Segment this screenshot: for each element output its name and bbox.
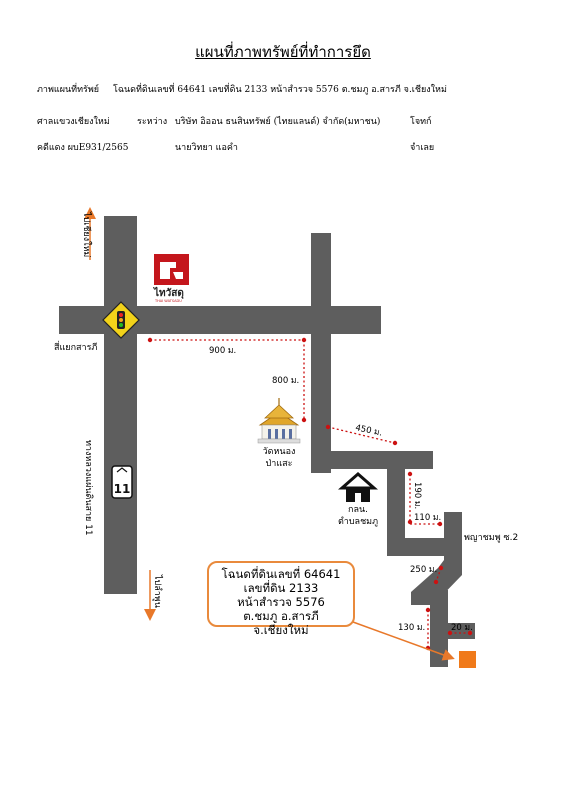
deed-line-3: หน้าสำรวจ 5576: [237, 595, 325, 609]
office-name-line2: ตำบลชมภู: [338, 516, 378, 527]
deed-callout: โฉนดที่ดินเลขที่ 64641 เลขที่ดิน 2133 หน…: [207, 561, 355, 637]
highway-road: [104, 216, 137, 594]
temple-icon: [257, 398, 301, 444]
junction-label: สี่แยกสารภี: [54, 340, 97, 353]
callout-arrow-icon: [352, 621, 455, 661]
distance-800: 800 ม.: [272, 376, 299, 386]
brand-name: ไทวัสดุ: [153, 286, 184, 299]
distance-900: 900 ม.: [209, 346, 236, 356]
distance-110: 110 ม.: [414, 513, 441, 523]
distance-250: 250 ม.: [410, 565, 437, 575]
route-markers: [147, 337, 473, 651]
property-label: ภาพแผนที่ทรัพย์: [37, 85, 100, 95]
office-name-line1: กลน.: [348, 505, 368, 515]
property-deed-text: โฉนดที่ดินเลขที่ 64641 เลขที่ดิน 2133 หน…: [113, 85, 447, 95]
route-shield-icon: 11: [111, 465, 133, 499]
to-chiangmai-label: ไปเชียงใหม่: [81, 211, 92, 257]
defendant-role: จำเลย: [410, 143, 435, 153]
temple-road: [311, 451, 433, 469]
route-path: [150, 339, 470, 648]
route-number: 11: [114, 482, 131, 496]
distance-20: 20 ม.: [451, 623, 473, 633]
page-title: แผนที่ภาพทรัพย์ที่ทำการยึด: [195, 43, 371, 61]
deed-line-2: เลขที่ดิน 2133: [243, 581, 319, 595]
soi-stub: [444, 512, 462, 556]
temple-name-line2: ป่าแสะ: [266, 459, 293, 469]
middle-road: [387, 451, 405, 556]
traffic-light-icon: [102, 301, 140, 339]
thai-watsadu-logo: [154, 254, 189, 285]
distance-190: 190 ม.: [412, 482, 422, 509]
target-property-marker: [459, 651, 476, 668]
diagonal-road: [411, 550, 462, 605]
road-network: [59, 216, 475, 667]
house-icon: [338, 472, 378, 502]
plaintiff-role: โจทก์: [410, 117, 432, 127]
defendant-name: นายวิทยา แอคำ: [175, 143, 238, 153]
deed-line-1: โฉนดที่ดินเลขที่ 64641: [221, 567, 341, 581]
soi-road: [387, 538, 462, 556]
court-name: ศาลแขวงเชียงใหม่: [37, 117, 110, 127]
side-road: [311, 233, 331, 473]
distance-130: 130 ม.: [398, 623, 425, 633]
case-number: คดีแดง ผบE931/2565: [37, 143, 129, 153]
highway-label: ทางหลวงแผ่นดินสาย 11: [83, 440, 94, 536]
soi-label: พญาชมพู ซ.2: [464, 533, 518, 543]
final-lane: [430, 623, 475, 639]
temple-name-line1: วัดหนอง: [263, 447, 296, 457]
to-lamphun-label: ไปลำพูน: [152, 574, 163, 608]
plaintiff-name: บริษัท อิออน ธนสินทรัพย์ (ไทยแลนด์) จำกั…: [175, 117, 381, 127]
deed-line-4: ต.ชมภู อ.สารภี: [243, 609, 319, 623]
brand-sub: THAI WATSADU: [154, 299, 182, 303]
deed-line-5: จ.เชียงใหม่: [253, 623, 309, 637]
between-word: ระหว่าง: [137, 117, 168, 127]
